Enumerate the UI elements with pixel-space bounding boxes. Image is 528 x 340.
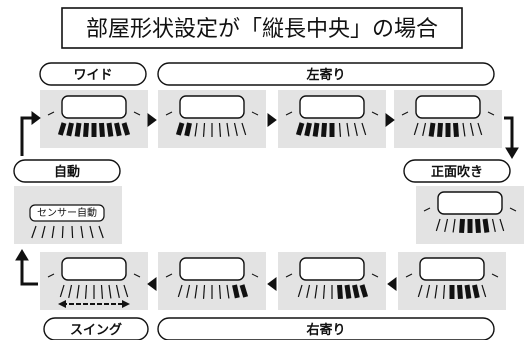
label-left: 左寄り — [157, 62, 495, 86]
unit-right-2 — [158, 252, 266, 310]
air-conditioner-icon — [415, 95, 481, 119]
unit-right-1 — [278, 252, 386, 310]
arrow-up-icon — [15, 249, 29, 261]
label-swing: スイング — [43, 317, 149, 340]
unit-left-1 — [158, 90, 266, 148]
title-box: 部屋形状設定が「縦長中央」の場合 — [61, 7, 463, 49]
air-conditioner-icon — [29, 204, 105, 222]
unit-wide — [40, 90, 148, 148]
unit-left-2 — [278, 90, 386, 148]
air-conditioner-icon — [299, 95, 365, 119]
label-swing-text: スイング — [70, 322, 122, 338]
air-conditioner-icon — [437, 191, 503, 215]
unit-left-3 — [394, 90, 502, 148]
air-conditioner-icon — [179, 257, 245, 281]
air-conditioner-icon — [61, 95, 127, 119]
unit-auto — [14, 186, 122, 244]
arrow-right-icon — [267, 113, 277, 127]
label-front: 正面吹き — [403, 159, 511, 183]
unit-swing — [40, 252, 148, 310]
arrow-left-icon — [267, 277, 277, 291]
arrow-right-icon — [147, 113, 157, 127]
label-wide-text: ワイド — [73, 68, 112, 83]
label-wide: ワイド — [39, 62, 147, 86]
arrow-down-icon — [505, 147, 519, 159]
arrow-left-icon — [387, 277, 397, 291]
air-conditioner-icon — [61, 257, 127, 281]
air-conditioner-icon — [179, 95, 245, 119]
arrow-right-icon — [385, 113, 395, 127]
air-conditioner-icon — [419, 257, 485, 281]
unit-front-2 — [398, 252, 506, 310]
unit-front — [416, 186, 524, 244]
label-auto-text: 自動 — [54, 164, 80, 180]
connectors — [15, 111, 519, 291]
panels — [14, 90, 524, 310]
arrow-left-icon — [147, 277, 157, 291]
label-right: 右寄り — [157, 317, 495, 340]
label-auto: 自動 — [13, 159, 121, 183]
arrow-right-icon — [31, 111, 41, 125]
auto-sensor-label: センサー自動 — [37, 206, 97, 219]
label-right-text: 右寄り — [305, 322, 345, 338]
label-front-text: 正面吹き — [431, 164, 483, 180]
label-left-text: 左寄り — [306, 67, 345, 83]
air-conditioner-icon — [299, 257, 365, 281]
title: 部屋形状設定が「縦長中央」の場合 — [86, 17, 438, 42]
